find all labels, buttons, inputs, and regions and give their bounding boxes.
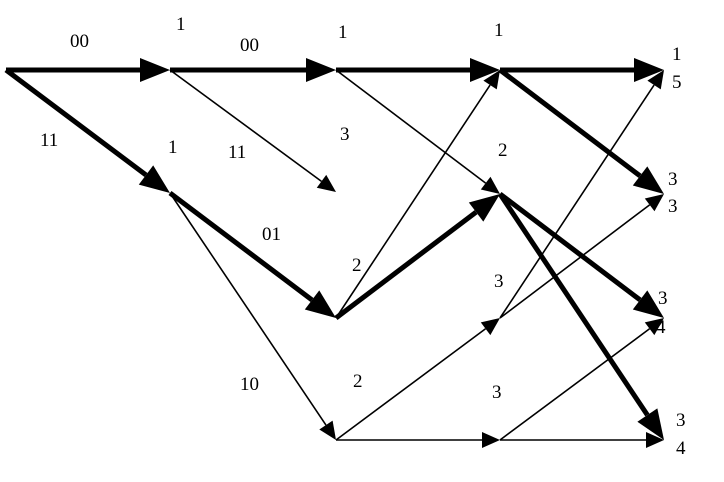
trellis-edge — [499, 70, 664, 319]
arrowhead-icon — [468, 194, 500, 222]
edge-line — [499, 204, 651, 319]
path-metric: 3 — [494, 271, 504, 292]
path-metric: 2 — [353, 371, 363, 392]
arrowhead-icon — [140, 58, 170, 82]
arrowhead-icon — [138, 165, 170, 193]
edge-line — [499, 84, 655, 319]
edge-line — [498, 192, 642, 302]
edge-line — [335, 69, 487, 184]
arrowhead-icon — [306, 58, 336, 82]
trellis-edge — [336, 432, 500, 448]
edges-layer — [4, 58, 664, 448]
trellis-edge — [6, 58, 170, 82]
trellis-edge — [497, 192, 664, 440]
edge-label: 00 — [240, 35, 259, 56]
trellis-edge — [335, 70, 500, 319]
path-metric: 3 — [340, 124, 350, 145]
trellis-edge — [498, 68, 664, 194]
trellis-edge — [500, 432, 664, 448]
path-metric: 1 — [494, 20, 504, 41]
edge-label: 00 — [70, 31, 89, 52]
arrowhead-icon — [647, 70, 664, 90]
arrowhead-icon — [632, 290, 664, 318]
arrowhead-icon — [319, 420, 336, 440]
edge-line — [4, 68, 148, 177]
path-metric: 3 — [668, 169, 678, 190]
trellis-edge — [169, 69, 336, 192]
arrowhead-icon — [483, 70, 500, 90]
path-metric: 3 — [658, 288, 668, 309]
edge-line — [497, 192, 650, 417]
edge-label: 10 — [240, 374, 259, 395]
trellis-edge — [4, 68, 170, 193]
edge-label: 11 — [40, 130, 58, 151]
trellis-edge — [334, 194, 500, 320]
arrowhead-icon — [482, 432, 500, 448]
arrowhead-icon — [644, 194, 664, 212]
path-metric: 3 — [676, 410, 686, 431]
trellis-edge — [168, 191, 336, 318]
arrowhead-icon — [646, 432, 664, 448]
path-metric: 3 — [668, 196, 678, 217]
path-metric: 4 — [676, 438, 686, 459]
trellis-edge — [335, 69, 500, 194]
path-metric: 3 — [492, 382, 502, 403]
trellis-edge — [335, 318, 500, 441]
path-metric: 2 — [352, 255, 362, 276]
edge-label: 01 — [262, 224, 281, 245]
edge-line — [334, 210, 478, 320]
path-metric: 5 — [672, 72, 682, 93]
trellis-edge — [499, 194, 664, 319]
path-metric: 1 — [176, 14, 186, 35]
edge-line — [498, 68, 642, 178]
arrowhead-icon — [480, 318, 500, 336]
edge-line — [169, 192, 327, 426]
path-metric: 4 — [656, 317, 666, 338]
path-metric: 1 — [338, 22, 348, 43]
arrowhead-icon — [480, 176, 500, 194]
edge-line — [169, 69, 322, 182]
arrowhead-icon — [644, 318, 664, 336]
trellis-edge — [336, 58, 500, 82]
edge-line — [335, 84, 491, 319]
arrowhead-icon — [304, 290, 336, 318]
path-metric: 1 — [672, 44, 682, 65]
edge-line — [335, 328, 487, 441]
path-metric: 1 — [168, 137, 178, 158]
edge-label: 11 — [228, 142, 246, 163]
arrowhead-icon — [637, 408, 664, 440]
edge-line — [499, 328, 651, 441]
trellis-edge — [169, 192, 336, 440]
labels-layer: 00 11 00 11 01 10 1 1 1 3 2 2 1 2 3 3 1 … — [40, 14, 686, 459]
trellis-edge — [500, 58, 664, 82]
arrowhead-icon — [316, 174, 336, 192]
arrowhead-icon — [632, 166, 664, 194]
arrowhead-icon — [634, 58, 664, 82]
arrowhead-icon — [470, 58, 500, 82]
trellis-edge — [170, 58, 336, 82]
path-metric: 2 — [498, 140, 508, 161]
edge-line — [168, 191, 314, 302]
trellis-edge — [498, 192, 664, 318]
trellis-edge — [499, 318, 664, 441]
